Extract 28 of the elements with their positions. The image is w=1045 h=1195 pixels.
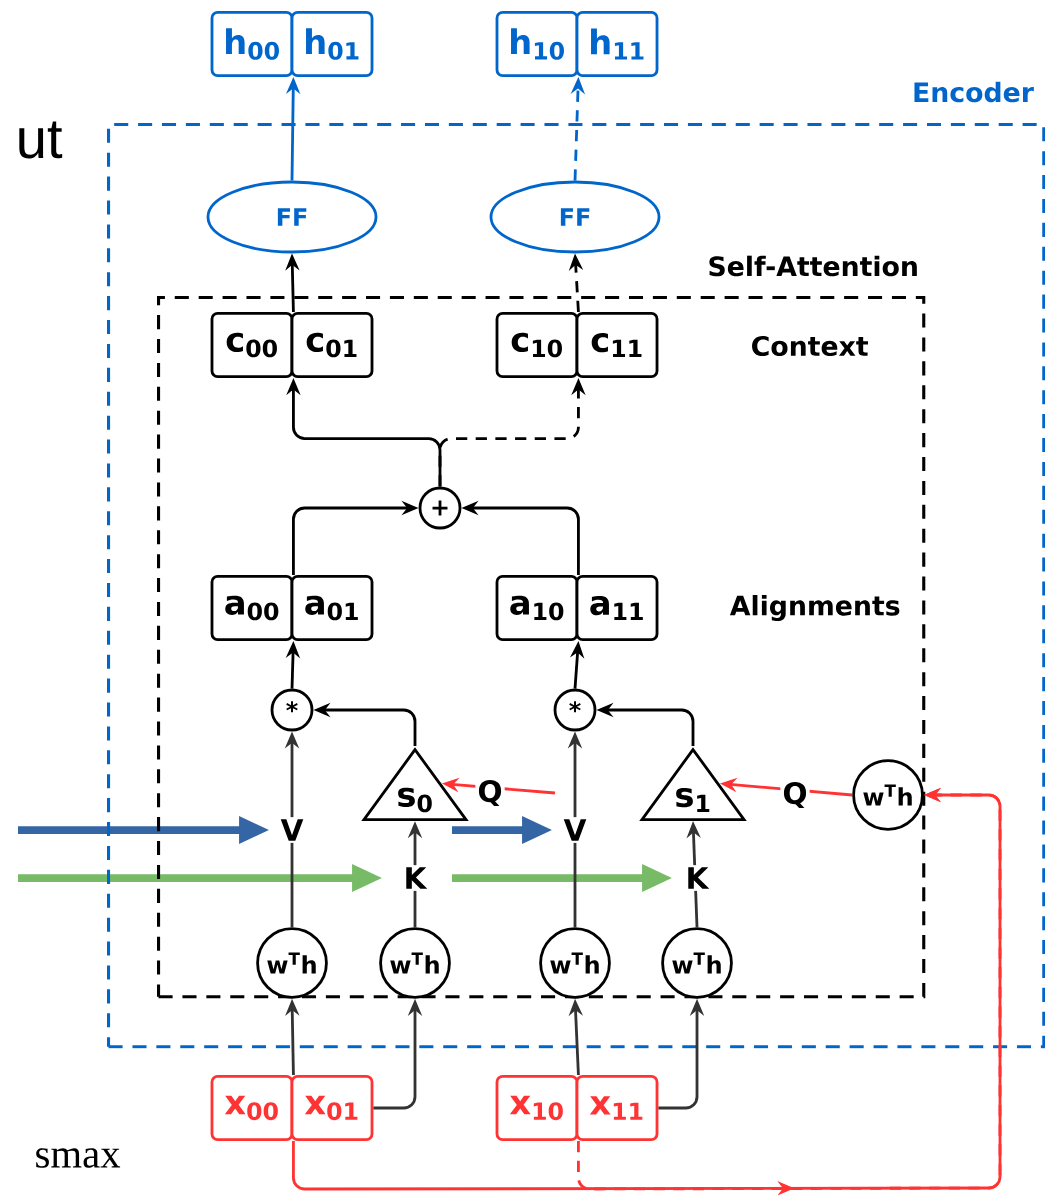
cell-box: x$_{10}$ [495,1075,579,1142]
edge-label: Q [780,779,810,811]
cell-box: x$_{11}$ [575,1075,659,1142]
cell-box: c$_{00}$ [210,312,294,378]
partial-text: smax [36,1148,121,1168]
cell-box: a$_{11}$ [575,575,659,641]
edge-label: K [401,865,429,891]
cell-box: c$_{11}$ [575,312,659,378]
cell-box: c$_{10}$ [495,312,579,378]
cell-box: h$_{11}$ [575,11,659,77]
cell-box: h$_{00}$ [210,11,294,77]
cell-box: x$_{01}$ [290,1075,374,1142]
cell-box: h$_{01}$ [290,11,374,77]
edge-label: Q [475,777,505,809]
cell-box: a$_{00}$ [210,575,294,641]
cell-box: a$_{01}$ [290,575,374,641]
cell-box: h$_{10}$ [495,11,579,77]
partial-text: ut [19,121,63,159]
edge-label: V [561,817,589,843]
edge-label: K [683,865,711,891]
frame-heading: Encoder [914,81,1034,103]
cell-box: a$_{10}$ [495,575,579,641]
cell-box: x$_{00}$ [210,1075,294,1142]
cell-box: c$_{01}$ [290,312,374,378]
row-label: Context [752,335,868,357]
row-label: Alignments [729,595,900,622]
edge-label: V [278,817,306,843]
frame-heading: Self-Attention [709,255,917,277]
